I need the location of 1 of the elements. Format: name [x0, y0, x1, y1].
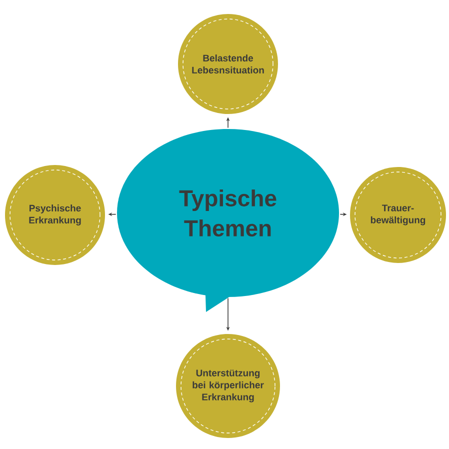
speech-bubble: Typische Themen	[117, 129, 339, 312]
